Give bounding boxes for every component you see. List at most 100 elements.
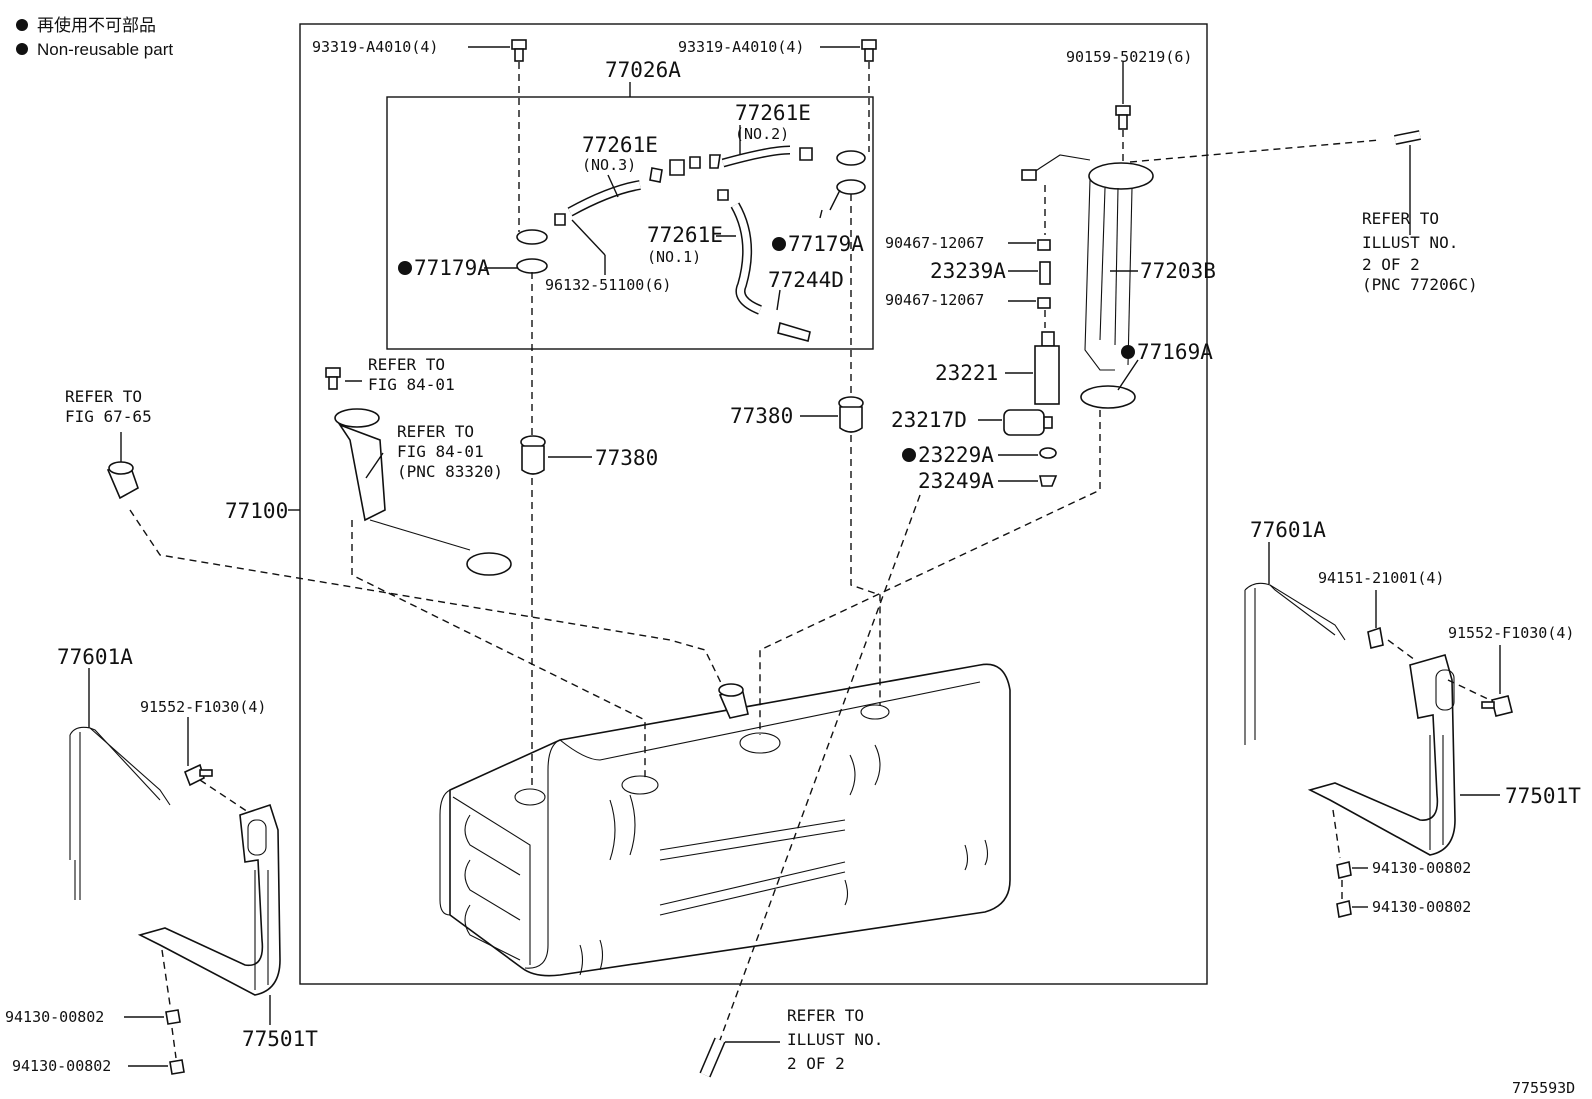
label-77244D: 77244D [768, 268, 844, 292]
filler-cap [106, 461, 139, 500]
clip [554, 213, 566, 226]
label-77501T-left: 77501T [242, 1027, 318, 1051]
hose-23239A [1039, 261, 1051, 285]
legend-english: Non-reusable part [37, 40, 173, 59]
non-reusable-bullet-icon [398, 261, 412, 275]
ref-illust-bottom-line2: ILLUST NO. [787, 1030, 883, 1049]
gasket-77179A-left [516, 258, 548, 274]
ref-illust-bottom-line3: 2 OF 2 [787, 1054, 845, 1073]
label-90467-lower: 90467-12067 [885, 291, 984, 309]
non-reusable-bullet-icon [772, 237, 786, 251]
ref-fig-84-01-a-line2: FIG 84-01 [368, 375, 455, 394]
label-no3: (NO.3) [582, 156, 636, 174]
label-94130-right-2: 94130-00802 [1372, 898, 1471, 916]
label-77601A-left: 77601A [57, 645, 133, 669]
label-90467-upper: 90467-12067 [885, 234, 984, 252]
label-77261E-no3: 77261E [582, 133, 658, 157]
label-no2: (NO.2) [735, 125, 789, 143]
label-77501T-right: 77501T [1505, 784, 1581, 808]
label-23221: 23221 [935, 361, 998, 385]
label-no1: (NO.1) [647, 248, 701, 266]
check-valve-77380-right [838, 396, 864, 433]
label-96132: 96132-51100(6) [545, 276, 671, 294]
label-23239A: 23239A [930, 259, 1006, 283]
label-94130-right-1: 94130-00802 [1372, 859, 1471, 877]
label-90159: 90159-50219(6) [1066, 48, 1192, 66]
hose-77261E-no2 [721, 145, 791, 168]
clamp-90467-upper [1037, 239, 1051, 251]
strap-77601A-right [1244, 582, 1346, 745]
clip [709, 154, 721, 169]
label-91552-right: 91552-F1030(4) [1448, 624, 1574, 642]
label-77380-right: 77380 [730, 404, 793, 428]
fuel-filter-23217D [1003, 409, 1053, 436]
label-77261E-no1: 77261E [647, 223, 723, 247]
non-reusable-bullet-icon [16, 43, 28, 55]
hose-77261E-no1 [730, 202, 762, 315]
legend: 再使用不可部品 Non-reusable part [16, 15, 173, 59]
nut-icon [1336, 861, 1352, 879]
label-93319-right: 93319-A4010(4) [678, 38, 804, 56]
leader-lines [88, 46, 1501, 1067]
label-77179A-right: 77179A [788, 232, 864, 256]
ref-illust-right-line2: ILLUST NO. [1362, 233, 1458, 252]
bolt-icon [1481, 695, 1513, 717]
gasket-77179A-left-top [516, 229, 548, 245]
label-23249A: 23249A [918, 469, 994, 493]
ref-fig-84-01-b-line2: FIG 84-01 [397, 442, 484, 461]
ref-fig-84-01-b-line1: REFER TO [397, 422, 474, 441]
clip [799, 147, 813, 161]
non-reusable-bullet-icon [16, 19, 28, 31]
bolt-icon [861, 39, 877, 62]
label-77026A: 77026A [605, 58, 681, 82]
label-77100: 77100 [225, 499, 288, 523]
ref-illust-right-line1: REFER TO [1362, 209, 1439, 228]
label-77261E-no2: 77261E [735, 101, 811, 125]
fuel-sender-gauge [334, 408, 512, 576]
label-91552-left: 91552-F1030(4) [140, 698, 266, 716]
assembly-frame-77100 [299, 23, 1208, 985]
label-93319-left: 93319-A4010(4) [312, 38, 438, 56]
ref-illust-right-line3: 2 OF 2 [1362, 255, 1420, 274]
clip [649, 167, 663, 183]
fuel-tank [439, 663, 1011, 977]
bolt-icon [1115, 105, 1131, 130]
nut-icon [169, 1059, 185, 1075]
label-23217D: 23217D [891, 408, 967, 432]
clip-23249A [1039, 475, 1058, 487]
nut-icon [165, 1009, 181, 1025]
gasket-77169A [1080, 385, 1136, 409]
label-77169A: 77169A [1137, 340, 1213, 364]
check-valve-77380-left [520, 435, 546, 475]
nut-icon [1336, 900, 1352, 918]
washer-23229A [1039, 447, 1057, 459]
label-77203B: 77203B [1140, 259, 1216, 283]
ref-fig-67-65-line1: REFER TO [65, 387, 142, 406]
ref-illust-right-line4: (PNC 77206C) [1362, 275, 1478, 294]
strap-77601A-left [69, 726, 171, 900]
label-77380-left: 77380 [595, 446, 658, 470]
hose-77261E-no3 [567, 180, 641, 217]
non-reusable-bullet-icon [1121, 345, 1135, 359]
bolt-icon [183, 763, 213, 787]
nut-icon [1367, 626, 1384, 649]
bolt-icon [511, 39, 527, 62]
label-94151: 94151-21001(4) [1318, 569, 1444, 587]
bracket-77501T-left [137, 803, 281, 996]
diagram-code: 775593D [1512, 1079, 1575, 1097]
ref-fig-84-01-b-line3: (PNC 83320) [397, 462, 503, 481]
label-77601A-right: 77601A [1250, 518, 1326, 542]
assembly-dashed-lines [129, 62, 1491, 1059]
clip [689, 156, 701, 169]
valve-top-right [836, 150, 866, 166]
fuel-sender-77203B [1021, 154, 1154, 371]
label-94130-left-1: 94130-00802 [5, 1008, 104, 1026]
bolt-icon [325, 367, 341, 390]
non-reusable-bullet-icon [902, 448, 916, 462]
fuel-pump-23221 [1034, 331, 1060, 405]
ref-fig-67-65-line2: FIG 67-65 [65, 407, 152, 426]
bracket-77501T-right [1307, 654, 1456, 856]
clip [717, 189, 729, 201]
ref-fig-84-01-a-line1: REFER TO [368, 355, 445, 374]
